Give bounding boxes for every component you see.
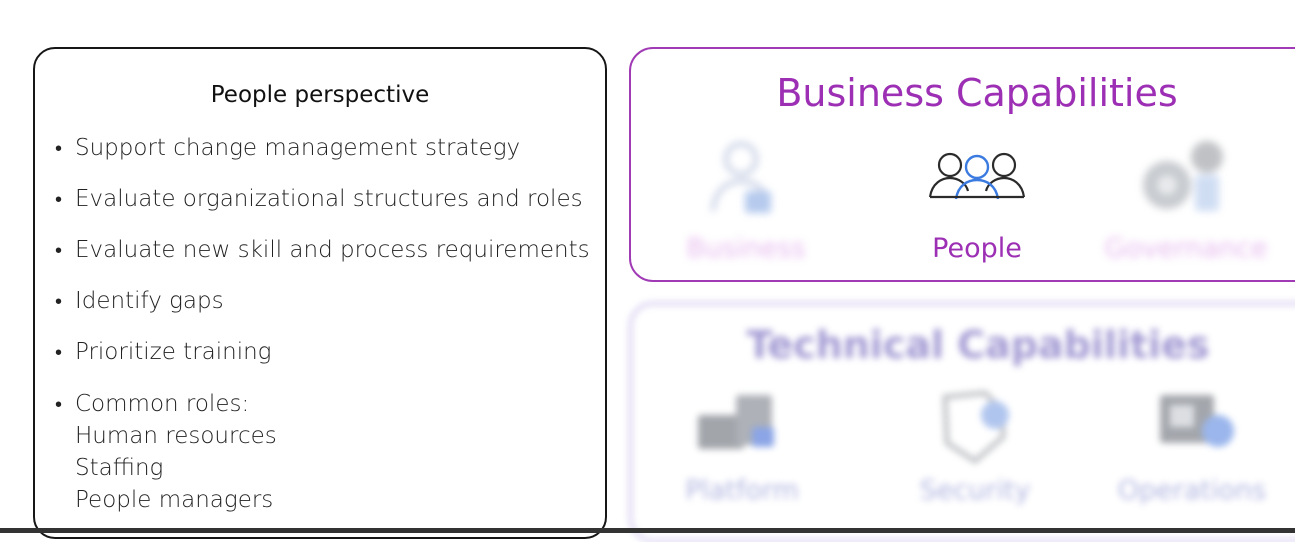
security-icon <box>942 390 1009 465</box>
common-roles-item: Common roles: Human resources Staffing P… <box>55 388 595 516</box>
operations-icon <box>1160 395 1234 447</box>
common-roles-label: Common roles: <box>75 391 250 417</box>
capability-label: Business <box>686 233 806 264</box>
people-group-icon <box>928 152 1026 200</box>
platform-icon <box>698 395 774 449</box>
people-perspective-panel: People perspective Support change manage… <box>33 47 607 539</box>
bullet-item: Prioritize training <box>55 337 595 368</box>
capability-label: Operations <box>1117 475 1267 506</box>
panel-title: People perspective <box>210 82 430 108</box>
business-user-icon <box>711 142 771 213</box>
role-item: Human resources <box>75 423 277 449</box>
bullet-item: Evaluate new skill and process requireme… <box>55 235 595 266</box>
bullet-list: Support change management strategy Evalu… <box>55 133 595 516</box>
business-capabilities-title: Business Capabilities <box>776 71 1178 115</box>
capability-label: People <box>932 233 1022 264</box>
technical-capabilities-title: Technical Capabilities <box>746 323 1210 367</box>
capability-label: Governance <box>1104 233 1268 264</box>
capability-label: Security <box>919 475 1031 506</box>
governance-gear-icon <box>1143 141 1223 211</box>
bottom-bar <box>0 528 1295 533</box>
technical-capabilities-panel: Technical Capabilities Platform Security… <box>629 302 1295 542</box>
bullet-item: Support change management strategy <box>55 133 595 164</box>
business-capabilities-panel: Business Capabilities Business People Go… <box>629 47 1295 282</box>
bullet-item: Identify gaps <box>55 286 595 317</box>
bullet-item: Evaluate organizational structures and r… <box>55 184 595 215</box>
role-item: People managers <box>75 487 274 513</box>
role-item: Staffing <box>75 455 164 481</box>
capability-label: Platform <box>685 475 799 506</box>
